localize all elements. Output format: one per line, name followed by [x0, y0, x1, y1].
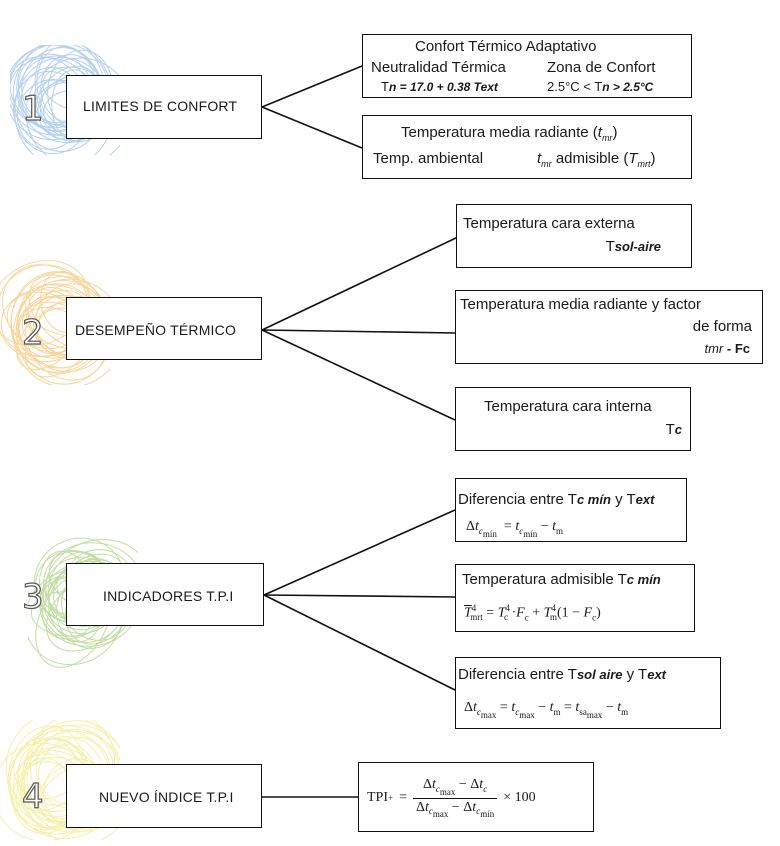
sol-air-label: Tsol-aire	[605, 238, 661, 255]
step-label-3: INDICADORES T.P.I	[103, 588, 234, 604]
sol-air-diff-title: Diferencia entre Tsol aire y Text	[458, 666, 667, 683]
step-label-2: DESEMPEÑO TÉRMICO	[75, 322, 237, 338]
scribble-stroke	[0, 260, 90, 346]
tpi-formula-box: TPI+ = Δtcmax − Δtc Δtcmax − Δtcmín × 10…	[358, 762, 594, 832]
scribble-stroke	[25, 57, 120, 155]
tc-min-diff-box: Diferencia entre Tc mín y Text Δtcmín = …	[455, 478, 687, 542]
external-face-box: Temperatura cara externa Tsol-aire	[456, 204, 692, 268]
comfort-adaptive-box: Confort Térmico Adaptativo Neutralidad T…	[362, 34, 692, 98]
internal-face-label: Temperatura cara interna	[484, 398, 652, 415]
tpi-formula: TPI+ = Δtcmax − Δtc Δtcmax − Δtcmín × 10…	[367, 776, 536, 820]
comfort-zone-equation: 2.5°C < Tn > 2.5°C	[547, 79, 654, 94]
neutrality-label: Neutralidad Térmica	[371, 59, 506, 76]
step-box-2: DESEMPEÑO TÉRMICO	[66, 297, 262, 360]
step-number-3: 3	[21, 577, 44, 617]
external-face-label: Temperatura cara externa	[463, 215, 635, 232]
comfort-title: Confort Térmico Adaptativo	[415, 38, 597, 55]
admissible-temp-formula: T4mrt = T4c ·Fc + T4m(1 − Fc)	[464, 603, 601, 623]
scribble-stroke	[15, 279, 110, 385]
step-box-4: NUEVO ÍNDICE T.P.I	[66, 764, 262, 828]
mean-radiant-form-box: Temperatura media radiante y factor de f…	[455, 290, 763, 364]
scribble-stroke	[21, 724, 120, 840]
internal-face-box: Temperatura cara interna Tc	[455, 387, 691, 451]
scribble-stroke	[12, 278, 110, 385]
ambient-temp-label: Temp. ambiental	[373, 150, 484, 167]
step-box-3: INDICADORES T.P.I	[66, 563, 264, 626]
tc-min-diff-title: Diferencia entre Tc mín y Text	[458, 491, 655, 508]
step-number-1: 1	[21, 89, 44, 129]
neutrality-equation: Tn = 17.0 + 0.38 Text	[381, 79, 498, 94]
radiant-temperature-line: Temperatura media radiante (tmr)	[401, 124, 618, 143]
comfort-zone-label: Zona de Confort	[547, 59, 656, 76]
step-label-4: NUEVO ÍNDICE T.P.I	[99, 789, 234, 805]
tc-label: Tc	[665, 421, 682, 438]
admissible-temp-box: Temperatura admisible Tc mín T4mrt = T4c…	[455, 564, 695, 632]
admissible-temp-title: Temperatura admisible Tc mín	[462, 571, 661, 588]
tc-min-diff-formula: Δtcmín = tcmín − tm	[466, 519, 564, 539]
mean-radiant-form-line1: Temperatura media radiante y factor	[460, 296, 701, 313]
tmr-fc-label: tmr - Fc	[704, 341, 750, 356]
radiant-temperature-box: Temperatura media radiante (tmr) Temp. a…	[362, 115, 692, 179]
step-number-4: 4	[21, 777, 44, 817]
step-number-2: 2	[21, 313, 44, 353]
sol-air-diff-formula: Δtcmax = tcmax − tm = tsamax − tm	[464, 700, 629, 720]
mean-radiant-form-line2: de forma	[692, 318, 752, 335]
sol-air-diff-box: Diferencia entre Tsol aire y Text Δtcmax…	[455, 657, 721, 729]
admissible-tmr-label: tmr admisible (Tmrt)	[537, 150, 656, 169]
step-box-1: LIMITES DE CONFORT	[66, 75, 262, 139]
step-label-1: LIMITES DE CONFORT	[83, 98, 238, 114]
